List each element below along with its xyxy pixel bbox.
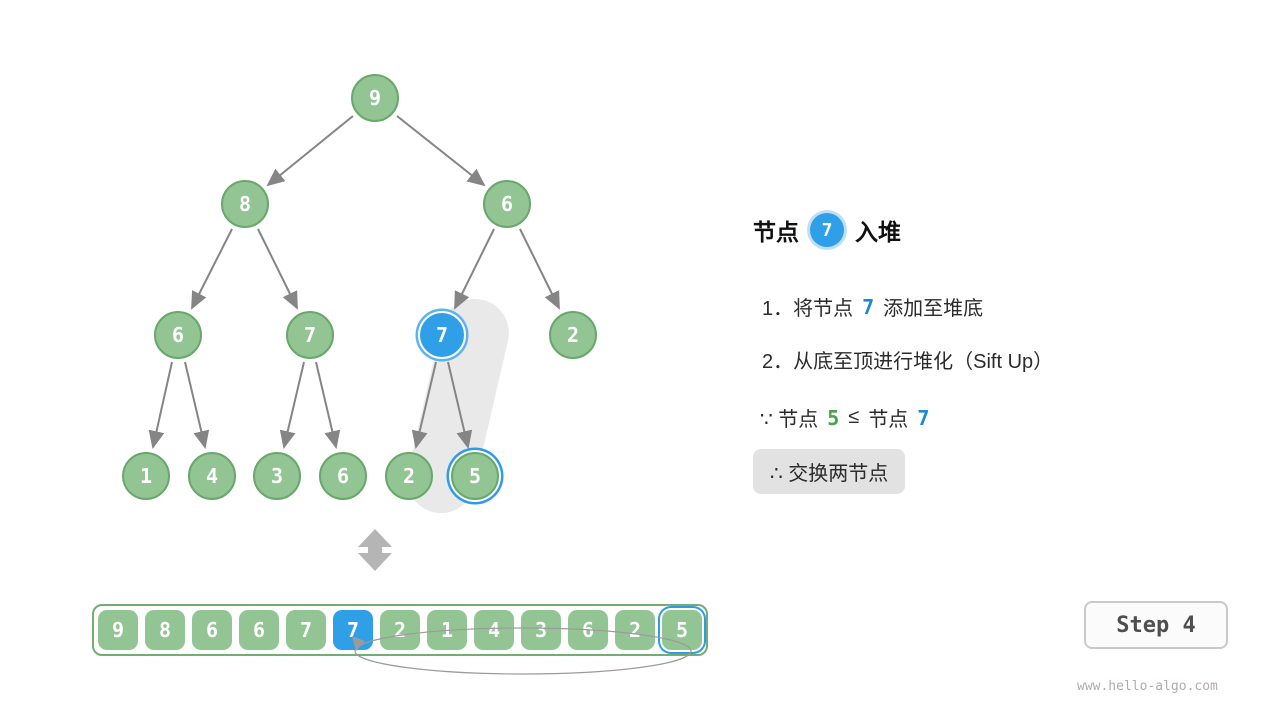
premise-line: ∵ 节点 5 ≤ 节点 7 [760, 403, 929, 432]
premise-mid: 节点 [868, 409, 909, 431]
array-cell-6: 2 [380, 610, 420, 650]
heap-array: 9 8 6 6 7 7 2 1 4 3 6 2 5 [92, 604, 708, 656]
tree-node-0: 9 [351, 74, 399, 122]
step-line-2: 2．从底至顶进行堆化（Sift Up） [762, 345, 1053, 374]
tree-node-7: 1 [122, 452, 170, 500]
step-line-1-num: 7 [862, 294, 875, 319]
conclusion-text: ∴ 交换两节点 [770, 463, 889, 485]
tree-edges [148, 115, 560, 449]
array-cell-0: 9 [98, 610, 138, 650]
array-cell-8: 4 [474, 610, 514, 650]
array-cell-2: 6 [192, 610, 232, 650]
panel-title-post: 入堆 [855, 219, 901, 245]
updown-arrow-icon [358, 529, 392, 571]
step-line-1: 1．将节点 7 添加至堆底 [762, 292, 983, 321]
inserted-node-badge: 7 [810, 213, 844, 247]
array-cell-1: 8 [145, 610, 185, 650]
array-cell-5-inserted: 7 [333, 610, 373, 650]
tree-node-10: 6 [319, 452, 367, 500]
panel-title: 节点 7 入堆 [753, 213, 901, 247]
tree-node-12-selected: 5 [451, 452, 499, 500]
watermark: www.hello-algo.com [1077, 679, 1218, 694]
array-cell-10: 6 [568, 610, 608, 650]
premise-green-num: 5 [827, 405, 840, 430]
tree-node-4: 7 [286, 311, 334, 359]
tree-node-8: 4 [188, 452, 236, 500]
array-cell-3: 6 [239, 610, 279, 650]
conclusion-box: ∴ 交换两节点 [753, 449, 906, 494]
array-cell-11: 2 [615, 610, 655, 650]
array-cell-12-selected: 5 [662, 610, 702, 650]
tree-node-2: 6 [483, 180, 531, 228]
tree-node-3: 6 [154, 311, 202, 359]
premise-blue-num: 7 [917, 405, 930, 430]
tree-node-5-inserted: 7 [418, 311, 466, 359]
premise-leq: ≤ [848, 406, 860, 428]
array-cell-7: 1 [427, 610, 467, 650]
tree-node-1: 8 [221, 180, 269, 228]
step-line-1-post: 添加至堆底 [883, 298, 984, 320]
panel-title-pre: 节点 [753, 219, 799, 245]
step-line-1-pre: 1．将节点 [762, 298, 854, 320]
array-cell-9: 3 [521, 610, 561, 650]
tree-node-6: 2 [549, 311, 597, 359]
step-line-2-text: 2．从底至顶进行堆化（Sift Up） [762, 351, 1054, 373]
tree-node-11: 2 [385, 452, 433, 500]
premise-pre: ∵ 节点 [760, 409, 819, 431]
array-cell-4: 7 [286, 610, 326, 650]
tree-node-9: 3 [253, 452, 301, 500]
step-badge: Step 4 [1084, 601, 1228, 649]
